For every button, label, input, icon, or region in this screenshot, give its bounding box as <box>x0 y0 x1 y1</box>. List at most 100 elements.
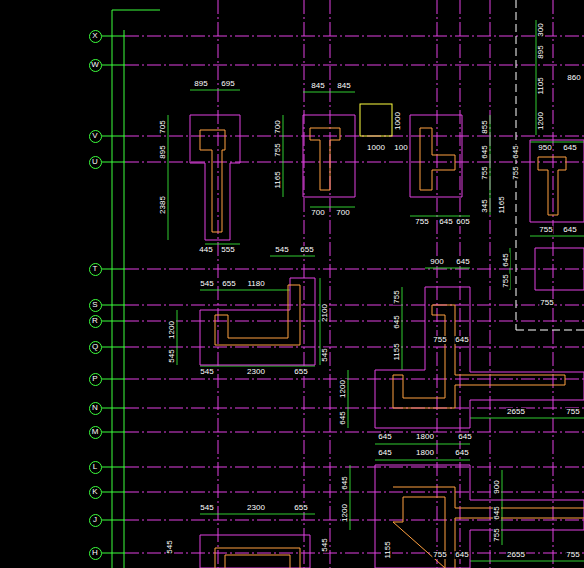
dimension-text: 655 <box>299 246 314 254</box>
dimension-text: 1165 <box>274 170 282 189</box>
axis-letter: T <box>93 265 98 273</box>
axis-bubble: R <box>89 315 102 328</box>
dimension-text: 755 <box>539 299 554 307</box>
axis-letter: H <box>92 549 98 557</box>
dimension-text: 855 <box>481 119 489 134</box>
dimension-text: 1000 <box>366 144 386 152</box>
axis-letter: V <box>92 132 97 140</box>
dimension-text: 755 <box>565 408 580 416</box>
axis-letter: R <box>92 317 98 325</box>
dimension-text: 895 <box>193 80 208 88</box>
dimension-text: 1200 <box>341 503 349 523</box>
dimension-text: 1180 <box>246 280 265 288</box>
dimension-text: 605 <box>455 218 470 226</box>
column-sections <box>200 128 584 568</box>
dimension-text: 950 <box>537 144 552 152</box>
axis-letter: X <box>92 32 97 40</box>
dimension-text: 695 <box>220 80 235 88</box>
dimension-text: 755 <box>481 165 489 180</box>
dimension-text: 755 <box>432 551 447 559</box>
dimension-text: 545 <box>199 368 214 376</box>
axis-bubble: T <box>89 263 102 276</box>
dimension-text: 700 <box>274 119 282 134</box>
column-outlines <box>190 115 584 568</box>
dimension-text: 1200 <box>537 111 545 131</box>
dimension-text: 1800 <box>415 449 435 457</box>
dimension-text: 755 <box>274 142 282 157</box>
axis-letter: U <box>92 158 98 166</box>
dimension-text: 2100 <box>321 303 329 323</box>
dimension-text: 645 <box>454 336 469 344</box>
dimension-text: 645 <box>393 314 401 329</box>
dimension-text: 900 <box>493 479 501 494</box>
dimension-text: 895 <box>159 144 167 159</box>
dimension-text: 860 <box>566 74 581 82</box>
dimension-text: 755 <box>565 551 580 559</box>
dimension-text: 545 <box>321 347 329 362</box>
dimension-text: 645 <box>339 410 347 425</box>
dimension-text: 755 <box>393 289 401 304</box>
axis-letter: P <box>92 375 97 383</box>
dimension-text: 2655 <box>506 408 526 416</box>
dimension-text: 2300 <box>246 504 266 512</box>
axis-letter: S <box>92 301 97 309</box>
dimension-text: 895 <box>537 44 545 59</box>
axis-bubble: J <box>89 514 102 527</box>
dimension-text: 1000 <box>394 111 402 131</box>
axis-bubble: V <box>89 130 102 143</box>
axis-letter: J <box>93 516 97 524</box>
dimension-text: 1155 <box>393 342 401 361</box>
opening <box>360 104 392 136</box>
axis-letter: W <box>91 61 99 69</box>
dimension-text: 655 <box>221 280 236 288</box>
dimension-text: 755 <box>502 273 510 288</box>
dimension-text: 2655 <box>506 551 526 559</box>
dimension-text: 755 <box>493 527 501 542</box>
dimension-text: 845 <box>336 82 351 90</box>
dimension-text: 645 <box>502 252 510 267</box>
dimension-text: 345 <box>481 198 489 213</box>
dimension-text: 555 <box>220 246 235 254</box>
dimension-text: 445 <box>198 246 213 254</box>
axis-bubble: S <box>89 299 102 312</box>
dimension-text: 545 <box>199 280 214 288</box>
dimension-text: 545 <box>166 539 174 554</box>
dimension-text: 1200 <box>339 379 347 399</box>
dimension-text: 2385 <box>159 195 167 215</box>
dimension-text: 645 <box>481 144 489 159</box>
boundary <box>516 0 584 330</box>
dimension-text: 645 <box>562 226 577 234</box>
dimension-text: 645 <box>377 449 392 457</box>
dimension-text: 1165 <box>498 195 506 214</box>
dimension-text: 755 <box>538 226 553 234</box>
dimension-text: 545 <box>321 537 329 552</box>
dimension-text: 545 <box>199 504 214 512</box>
axis-lines <box>125 0 584 568</box>
dimension-text: 1200 <box>168 320 176 340</box>
axis-bubble: W <box>89 59 102 72</box>
axis-bubble: L <box>89 461 102 474</box>
axis-letter: N <box>92 404 98 412</box>
dimension-text: 645 <box>455 258 470 266</box>
dimension-lines <box>168 20 584 561</box>
axis-letter: M <box>92 428 99 436</box>
axis-bubble: X <box>89 30 102 43</box>
grid-frame <box>102 10 160 568</box>
axis-bubble: U <box>89 156 102 169</box>
dimension-text: 645 <box>454 449 469 457</box>
dimension-text: 655 <box>293 504 308 512</box>
axis-bubble: P <box>89 373 102 386</box>
dimension-text: 705 <box>159 119 167 134</box>
dimension-text: 645 <box>457 433 472 441</box>
dimension-text: 1800 <box>415 433 435 441</box>
dimension-text: 1155 <box>384 540 392 559</box>
dimension-text: 1105 <box>537 76 545 95</box>
dimension-text: 645 <box>454 551 469 559</box>
axis-letter: Q <box>92 343 98 351</box>
dimension-text: 845 <box>310 82 325 90</box>
dimension-text: 545 <box>168 348 176 363</box>
axis-bubble: H <box>89 547 102 560</box>
axis-bubble: K <box>89 486 102 499</box>
dimension-text: 645 <box>493 505 501 520</box>
axis-bubble: Q <box>89 341 102 354</box>
